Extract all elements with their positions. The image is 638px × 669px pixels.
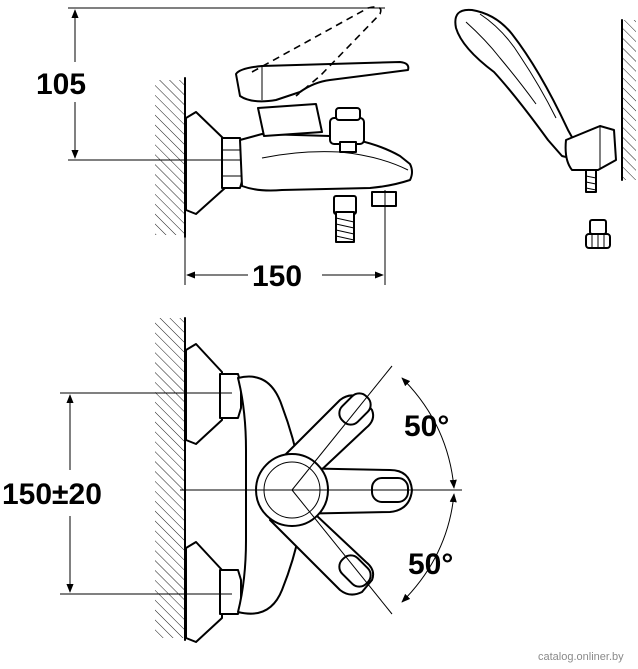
side-view: 105 150: [36, 6, 413, 293]
shower-connector: [333, 195, 357, 243]
spacing-dimension: [60, 392, 232, 595]
spacing-dimension-label: 150±20: [2, 478, 102, 511]
upper-flange: [185, 343, 223, 445]
centre-lines: [180, 365, 462, 615]
lower-angle-label: 50°: [408, 548, 453, 581]
hand-shower-view: [454, 8, 636, 249]
lower-union-nut: [219, 569, 242, 615]
wall-flange-side: [185, 111, 226, 215]
spout-outlet: [371, 191, 397, 207]
shower-head: [454, 8, 579, 158]
upper-angle-arc: [401, 377, 457, 489]
cartridge-housing: [257, 103, 323, 137]
wall-hatch-top: [155, 77, 186, 238]
front-view: 50° 50° 150±20: [2, 317, 462, 643]
holder-screw: [585, 169, 611, 249]
lever-closed: [235, 61, 410, 103]
upper-angle-label: 50°: [404, 410, 449, 443]
depth-dimension: [184, 190, 386, 285]
height-dimension: [68, 7, 385, 161]
wall-hatch-bottom: [155, 317, 186, 641]
mixer-body-side: [239, 133, 413, 192]
watermark: catalog.onliner.by: [538, 651, 624, 663]
upper-union-nut: [219, 373, 242, 419]
diverter-knob: [329, 117, 365, 145]
depth-dimension-label: 150: [252, 260, 302, 293]
lower-angle-arc: [401, 493, 457, 603]
shower-holder: [564, 125, 617, 171]
lower-flange: [185, 541, 223, 643]
height-dimension-label: 105: [36, 68, 86, 101]
